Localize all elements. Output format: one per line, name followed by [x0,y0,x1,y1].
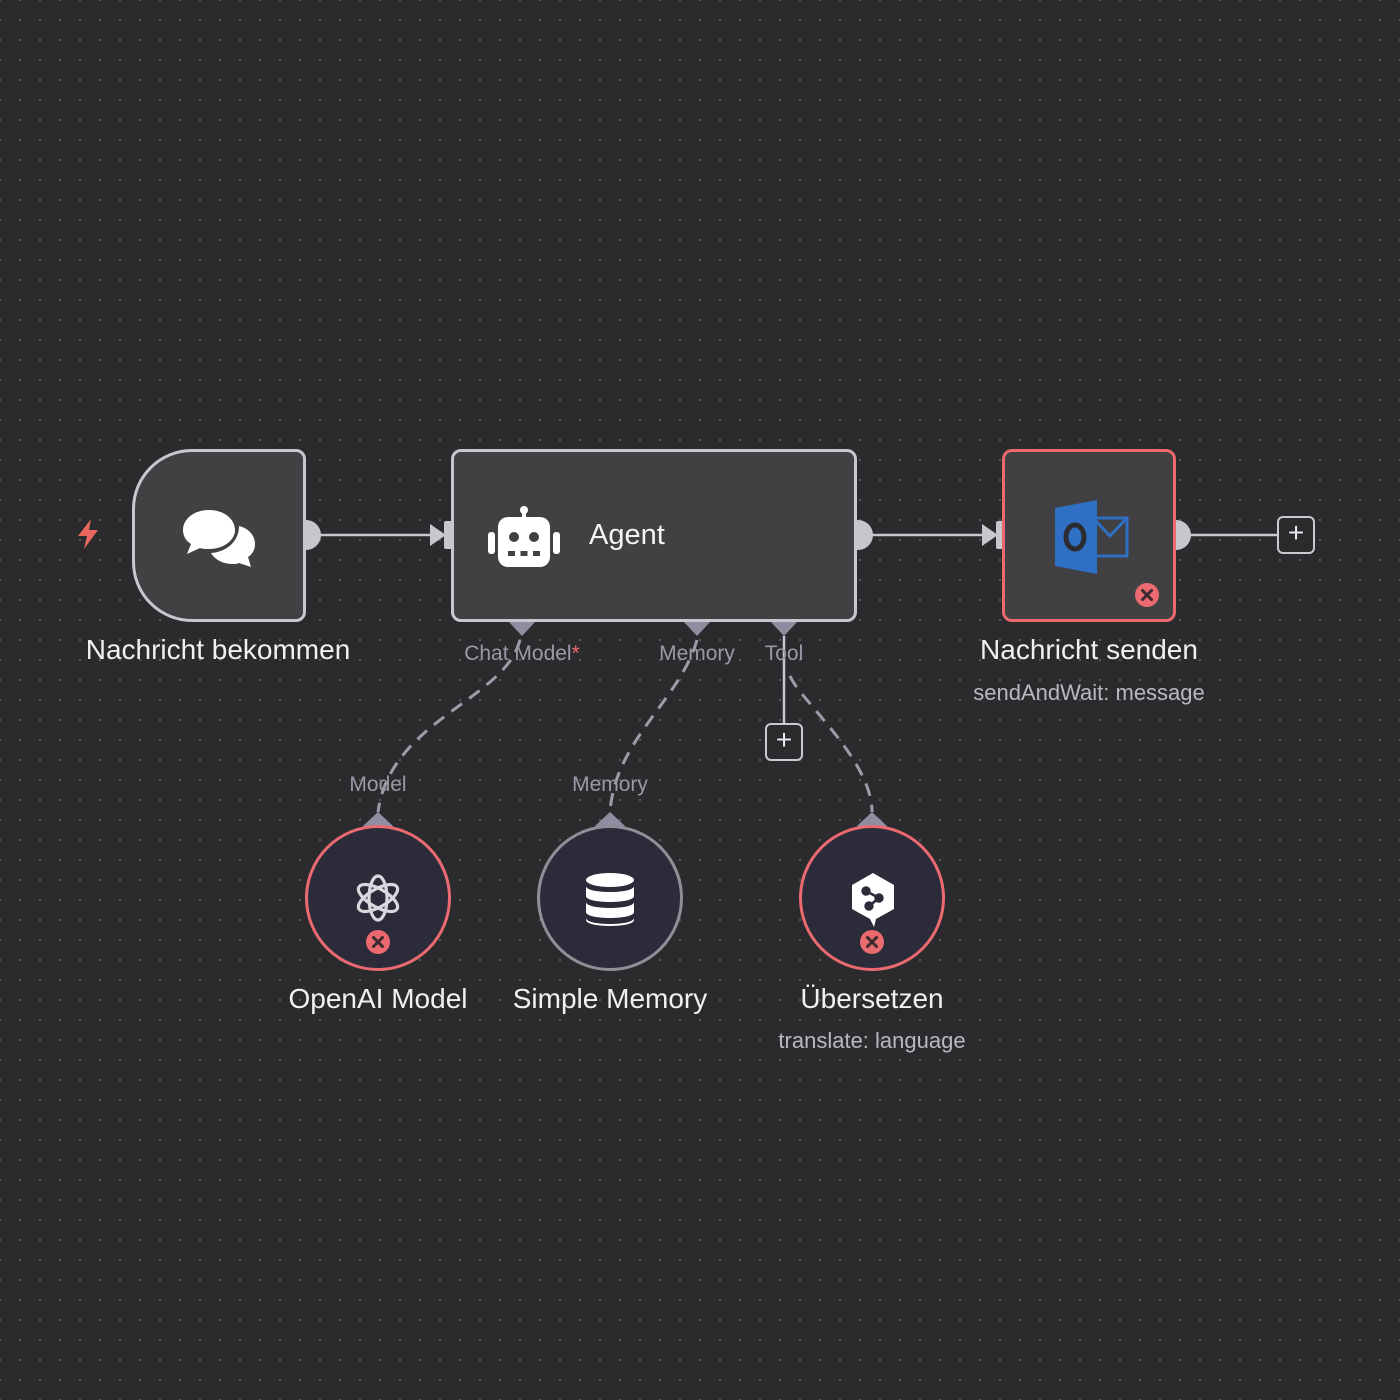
openai-icon [356,874,400,922]
send-message-node[interactable] [1002,449,1176,622]
openai-model-node[interactable] [305,825,451,971]
translate-node[interactable] [799,825,945,971]
port-label-memory: Memory [659,642,735,665]
chat-bubbles-icon [183,510,255,567]
chat-model-text: Chat Model [464,642,572,665]
agent-node-title: Agent [589,519,665,551]
outlook-icon [1055,500,1129,574]
translate-node-label: Übersetzen [800,983,944,1014]
add-next-node-button[interactable]: + [1277,516,1315,554]
agent-node[interactable]: Agent [451,449,857,622]
send-message-node-subtitle: sendAndWait: message [973,680,1205,705]
required-asterisk: * [571,642,580,665]
add-tool-button[interactable]: + [765,723,803,761]
error-status-icon [860,930,884,954]
openai-model-label: OpenAI Model [288,983,468,1014]
memory-port-label: Memory [572,773,648,796]
openai-port-label: Model [349,773,407,796]
translate-node-subtitle: translate: language [778,1028,966,1053]
error-status-icon [366,930,390,954]
send-message-node-label: Nachricht senden [980,634,1198,665]
simple-memory-label: Simple Memory [512,983,708,1014]
robot-icon [488,506,560,567]
ai-connections [376,639,874,813]
deepl-icon [852,873,894,927]
trigger-node-label: Nachricht bekommen [85,634,351,665]
error-status-icon [1135,583,1159,607]
port-label-chat-model: Chat Model* [442,642,602,666]
arrowheads [430,524,998,546]
main-connections [306,533,1278,724]
trigger-node[interactable] [132,449,306,622]
database-icon [586,873,634,926]
simple-memory-node[interactable] [537,825,683,971]
port-label-tool: Tool [764,642,804,665]
trigger-bolt-icon [78,519,98,549]
